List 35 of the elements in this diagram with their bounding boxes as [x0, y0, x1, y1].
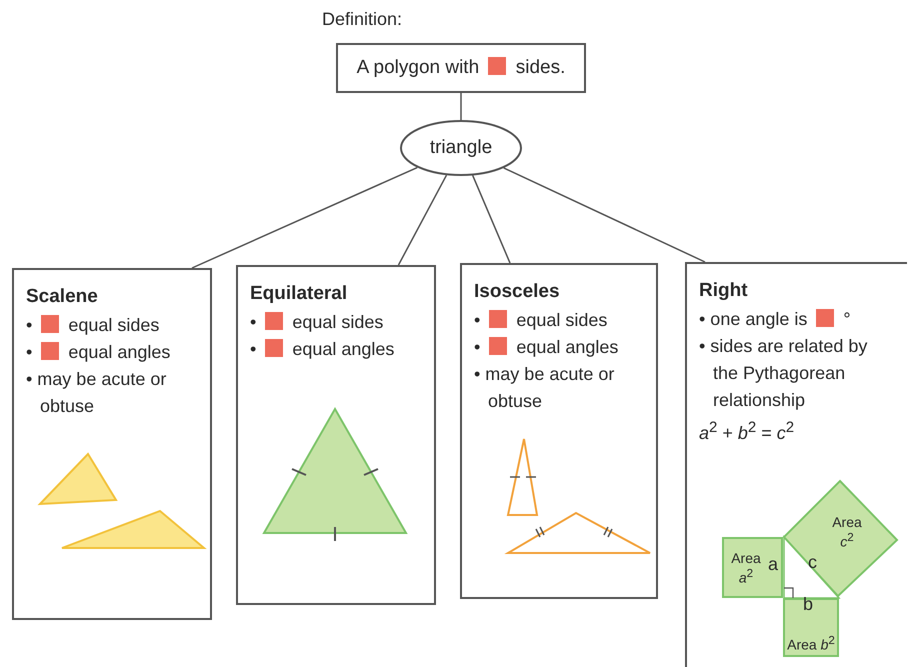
- side-label: b: [803, 594, 814, 615]
- heading: Definition:: [322, 9, 402, 30]
- category-card: [12, 268, 212, 620]
- bullet-item: • equal sides: [474, 309, 608, 332]
- card-title: Right: [699, 280, 748, 302]
- card-title: Isosceles: [474, 281, 560, 303]
- connector-line: [472, 175, 511, 264]
- area-square: [722, 537, 783, 598]
- area-label: Area c$^{2}$: [831, 514, 863, 550]
- bullet-item: • may be acute or obtuse: [26, 368, 168, 418]
- card-title: Equilateral: [250, 283, 348, 305]
- bullet-item: • equal angles: [26, 341, 172, 364]
- connector-line: [192, 166, 418, 269]
- bullet-item: • equal angles: [250, 338, 396, 361]
- bullet-item: • equal sides: [250, 311, 384, 334]
- category-card: [460, 263, 658, 599]
- node-label: triangle: [430, 137, 492, 159]
- side-label: c: [808, 552, 817, 573]
- connector-line: [398, 174, 448, 266]
- area-square: [783, 598, 839, 657]
- card-title: Scalene: [26, 286, 98, 308]
- concept-ellipse: [400, 120, 522, 176]
- side-label: a: [768, 554, 778, 575]
- category-card: [236, 265, 436, 605]
- bullet-item: • may be acute or obtuse: [474, 363, 616, 413]
- area-label: Area b$^{2}$: [786, 633, 836, 655]
- bullet-item: • one angle is °: [699, 308, 852, 331]
- bullet-item: a$^{2}$ + b$^{2}$ = c$^{2}$: [699, 418, 796, 445]
- connector-line: [460, 93, 462, 120]
- bullet-item: • equal sides: [26, 314, 160, 337]
- bullet-item: • equal angles: [474, 336, 620, 359]
- connector-line: [503, 167, 706, 263]
- area-label: Area a$^{2}$: [730, 548, 762, 588]
- category-card: [685, 262, 907, 667]
- definition-text: A polygon with sides.: [356, 57, 566, 79]
